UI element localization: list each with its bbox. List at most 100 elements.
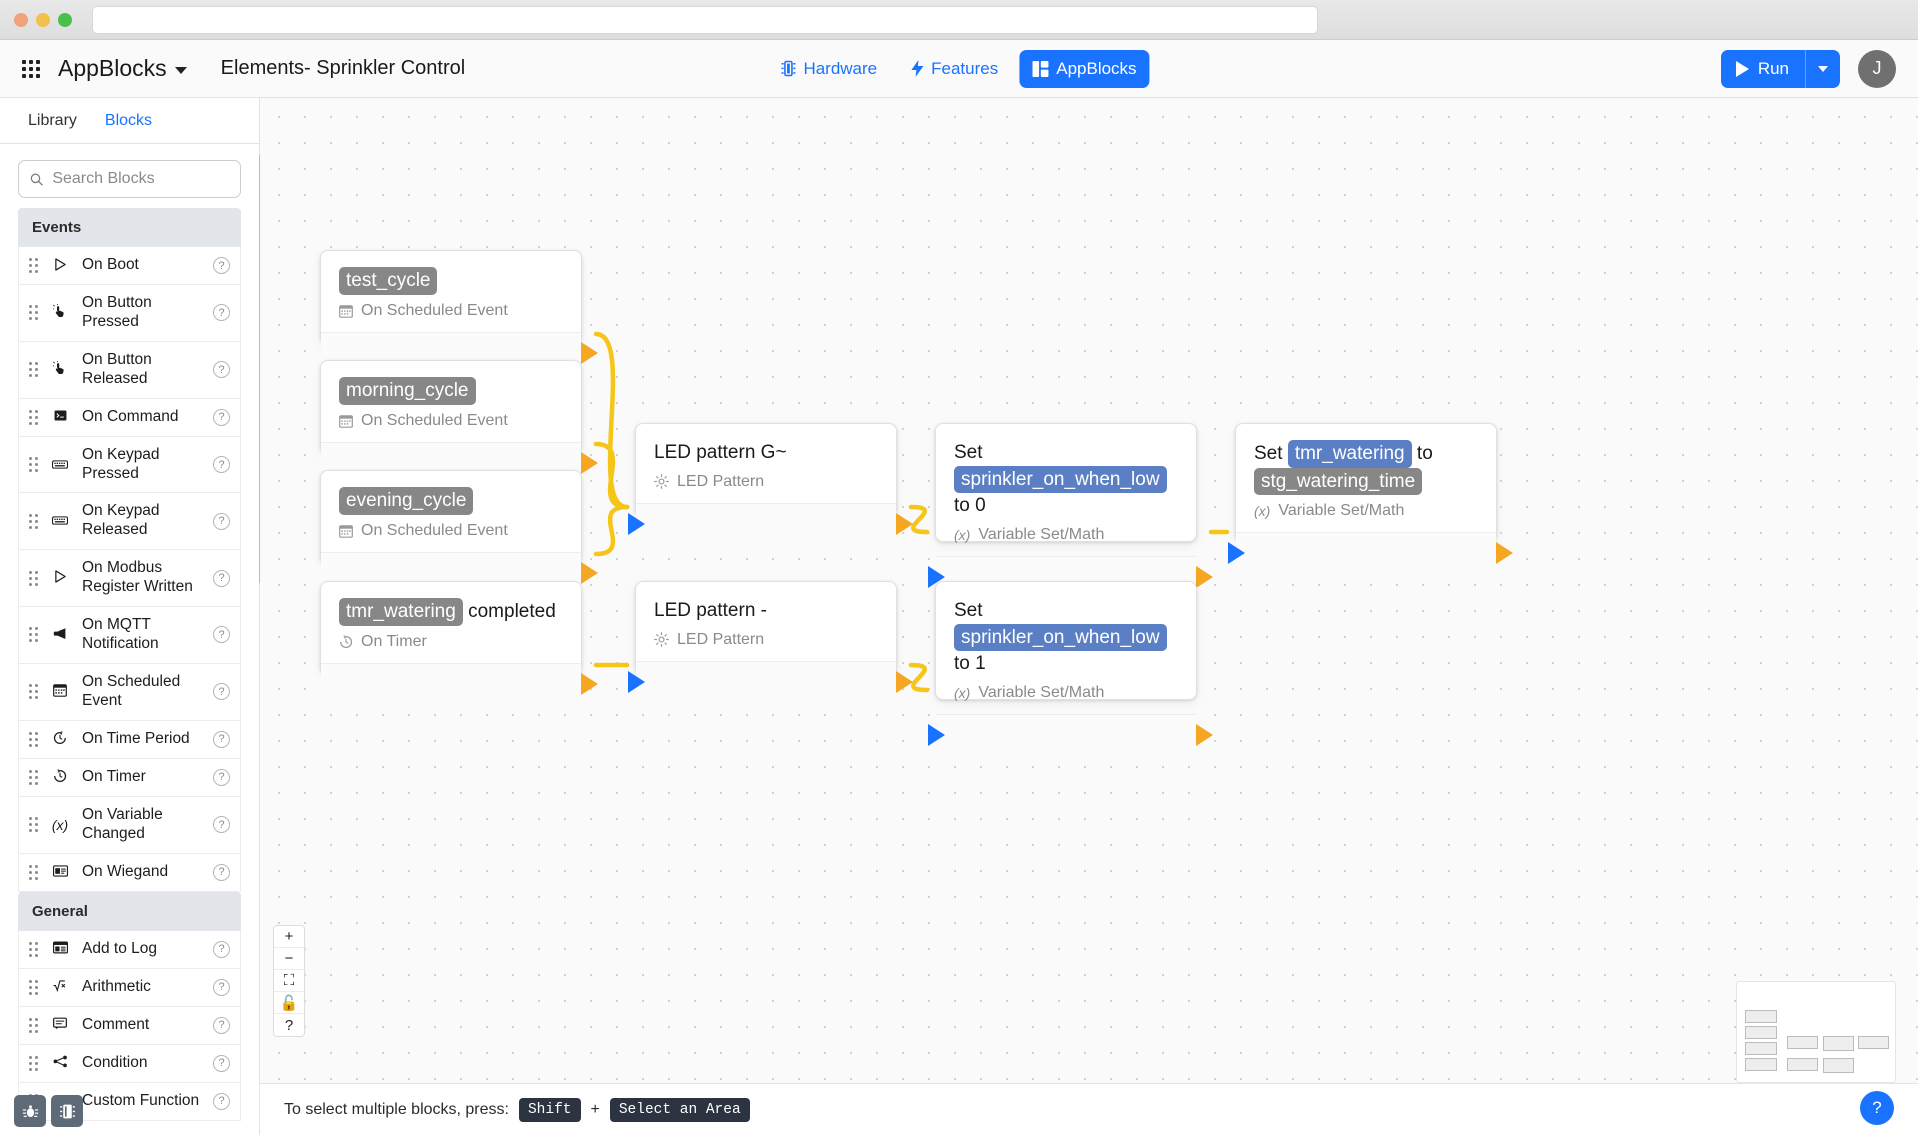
library-block-on-keypad-released[interactable]: On Keypad Released? <box>18 493 241 551</box>
library-block-on-timer[interactable]: On Timer? <box>18 758 241 797</box>
drag-handle-icon[interactable] <box>29 457 38 473</box>
drag-handle-icon[interactable] <box>29 627 38 643</box>
chip-icon[interactable] <box>51 1095 83 1127</box>
block-help-icon[interactable]: ? <box>213 683 230 701</box>
avatar[interactable]: J <box>1858 49 1896 88</box>
block-help-icon[interactable]: ? <box>213 940 230 958</box>
library-block-add-to-log[interactable]: Add to Log? <box>18 930 241 969</box>
block-help-icon[interactable]: ? <box>213 863 230 881</box>
flow-node-set-sprinkler-low-1[interactable]: Set sprinkler_on_when_low to 1(x)Variabl… <box>928 581 1213 756</box>
library-block-on-button-pressed[interactable]: On Button Pressed? <box>18 285 241 342</box>
browser-url-bar[interactable] <box>92 6 1318 34</box>
block-help-icon[interactable]: ? <box>213 1016 230 1034</box>
block-help-icon[interactable]: ? <box>213 512 230 530</box>
node-input-port[interactable] <box>628 670 645 693</box>
debug-bug-icon[interactable] <box>14 1095 46 1127</box>
library-block-condition[interactable]: Condition? <box>18 1044 241 1083</box>
node-input-port[interactable] <box>928 723 945 746</box>
library-block-on-keypad-pressed[interactable]: On Keypad Pressed? <box>18 436 241 494</box>
node-output-port[interactable] <box>1496 542 1513 565</box>
node-output-port[interactable] <box>896 512 913 535</box>
brand-menu[interactable]: AppBlocks <box>58 55 187 82</box>
flow-node-led-pattern-dash[interactable]: LED pattern -LED Pattern <box>628 581 913 703</box>
run-options-dropdown[interactable] <box>1805 49 1840 88</box>
drag-handle-icon[interactable] <box>29 731 38 747</box>
minimize-window-button[interactable] <box>36 12 50 27</box>
drag-handle-icon[interactable] <box>29 979 38 995</box>
flow-node-set-sprinkler-low-0[interactable]: Set sprinkler_on_when_low to 0(x)Variabl… <box>928 423 1213 598</box>
block-help-icon[interactable]: ? <box>213 1092 230 1110</box>
drag-handle-icon[interactable] <box>29 258 38 273</box>
drag-handle-icon[interactable] <box>29 570 38 586</box>
block-help-icon[interactable]: ? <box>213 978 230 996</box>
node-input-port[interactable] <box>1228 542 1245 565</box>
zoom-in-button[interactable]: + <box>274 926 304 948</box>
drag-handle-icon[interactable] <box>29 864 38 880</box>
search-input[interactable] <box>52 170 229 188</box>
help-button[interactable]: ? <box>1860 1091 1894 1125</box>
drag-handle-icon[interactable] <box>29 684 38 700</box>
library-block-comment[interactable]: Comment? <box>18 1006 241 1045</box>
run-button[interactable]: Run <box>1721 59 1805 79</box>
node-output-port[interactable] <box>1196 723 1213 746</box>
block-help-icon[interactable]: ? <box>213 730 230 748</box>
node-output-port[interactable] <box>896 670 913 693</box>
block-help-icon[interactable]: ? <box>213 304 230 322</box>
zoom-out-button[interactable]: − <box>274 948 304 970</box>
search-box[interactable] <box>18 160 241 198</box>
block-help-icon[interactable]: ? <box>213 361 230 379</box>
library-block-on-scheduled-event[interactable]: On Scheduled Event? <box>18 663 241 721</box>
drag-handle-icon[interactable] <box>29 409 38 425</box>
library-block-custom-function[interactable]: { }Custom Function? <box>18 1082 241 1121</box>
node-output-port[interactable] <box>581 451 598 474</box>
node-output-port[interactable] <box>1196 565 1213 588</box>
block-help-icon[interactable]: ? <box>213 626 230 644</box>
close-window-button[interactable] <box>14 12 28 27</box>
library-block-on-button-released[interactable]: On Button Released? <box>18 341 241 399</box>
nav-item-hardware[interactable]: Hardware <box>768 50 890 88</box>
drag-handle-icon[interactable] <box>29 305 38 321</box>
block-help-icon[interactable]: ? <box>213 408 230 426</box>
drag-handle-icon[interactable] <box>29 817 38 833</box>
tab-blocks[interactable]: Blocks <box>104 112 153 129</box>
library-block-on-modbus-register-written[interactable]: On Modbus Register Written? <box>18 550 241 608</box>
library-block-on-time-period[interactable]: On Time Period? <box>18 720 241 759</box>
run-button-group[interactable]: Run <box>1720 49 1840 88</box>
node-output-port[interactable] <box>581 561 598 584</box>
block-help-icon[interactable]: ? <box>213 768 230 786</box>
flow-node-set-tmr-watering[interactable]: Set tmr_watering to stg_watering_time(x)… <box>1228 423 1513 575</box>
node-output-port[interactable] <box>581 672 598 695</box>
minimap[interactable] <box>1736 981 1896 1083</box>
drag-handle-icon[interactable] <box>29 769 38 785</box>
block-help-icon[interactable]: ? <box>213 456 230 474</box>
nav-item-features[interactable]: Features <box>898 50 1011 88</box>
zoom-controls[interactable]: +−⛶🔓? <box>273 925 305 1037</box>
library-block-arithmetic[interactable]: Arithmetic? <box>18 968 241 1007</box>
node-input-port[interactable] <box>628 512 645 535</box>
drag-handle-icon[interactable] <box>29 362 38 378</box>
flow-node-led-pattern-g[interactable]: LED pattern G~LED Pattern <box>628 423 913 545</box>
library-block-on-mqtt-notification[interactable]: On MQTT Notification? <box>18 607 241 664</box>
drag-handle-icon[interactable] <box>29 1055 38 1071</box>
drag-handle-icon[interactable] <box>29 1017 38 1033</box>
library-block-on-boot[interactable]: On Boot? <box>18 247 241 285</box>
node-output-port[interactable] <box>581 341 598 364</box>
fit-to-screen-button[interactable]: ⛶ <box>274 970 304 992</box>
block-help-icon[interactable]: ? <box>213 816 230 834</box>
drag-handle-icon[interactable] <box>29 513 38 529</box>
block-help-icon[interactable]: ? <box>213 257 230 274</box>
apps-grid-icon[interactable] <box>22 59 40 78</box>
tab-library[interactable]: Library <box>28 112 77 129</box>
canvas-help-button[interactable]: ? <box>274 1014 304 1036</box>
lock-canvas-button[interactable]: 🔓 <box>274 992 304 1014</box>
maximize-window-button[interactable] <box>58 12 72 27</box>
drag-handle-icon[interactable] <box>29 941 38 957</box>
block-help-icon[interactable]: ? <box>213 569 230 587</box>
